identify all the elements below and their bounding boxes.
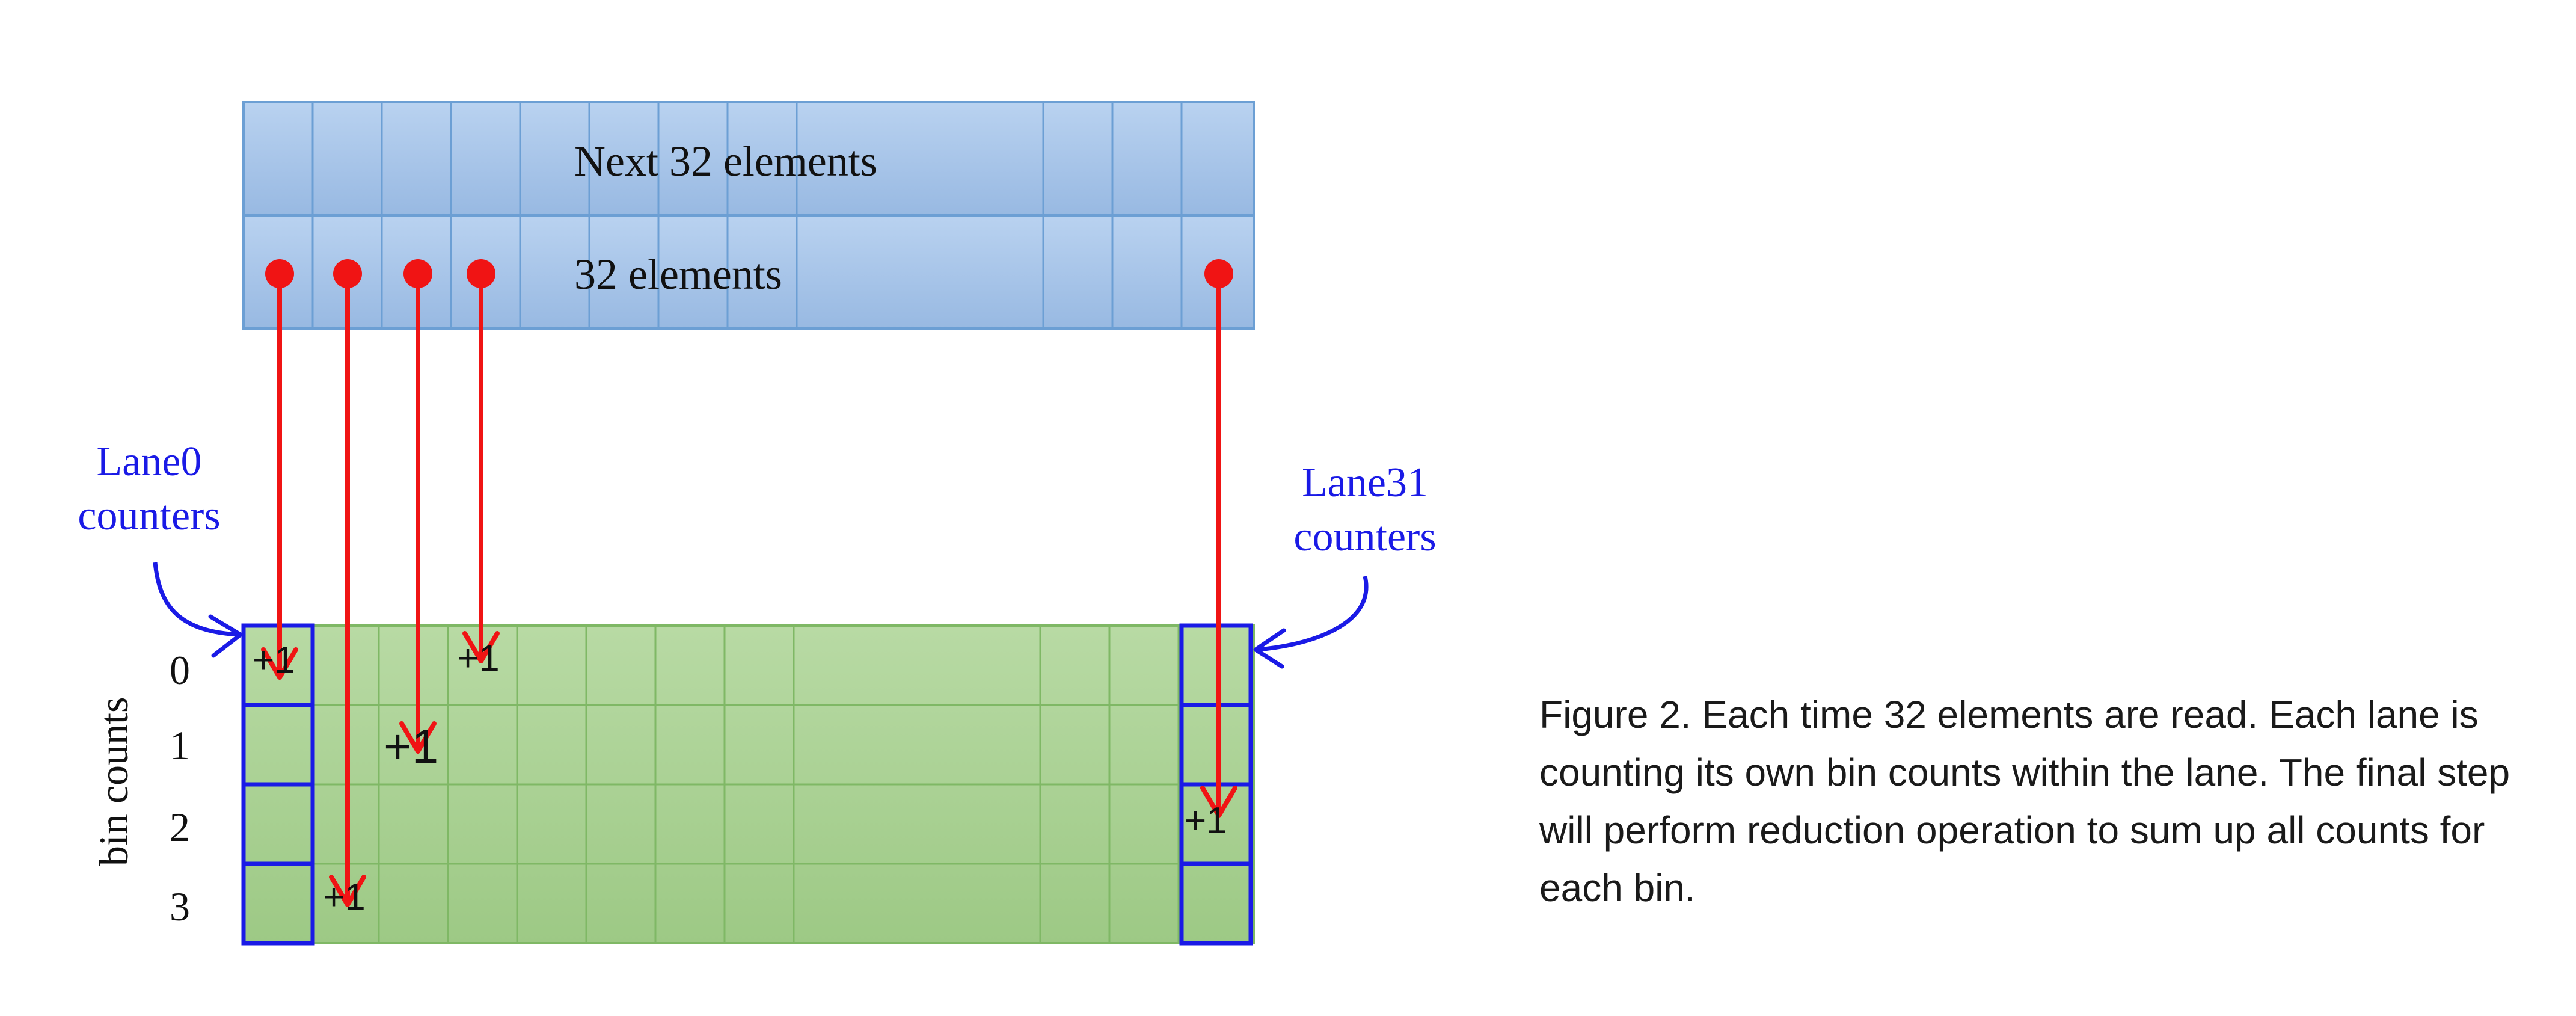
current-elements-label: 32 elements (574, 250, 782, 298)
figure-caption: Figure 2. Each time 32 elements are read… (1539, 693, 2510, 910)
input-cell-dividers (311, 102, 1183, 328)
lane31-pointer-arrow (1256, 576, 1369, 652)
bin-label-0: 0 (170, 647, 190, 693)
arrow-lane-1 (329, 259, 366, 907)
lane0-label-line2: counters (78, 493, 220, 539)
increment-lane2-bin1: +1 (384, 719, 438, 773)
bin-axis-title: bin counts (91, 697, 136, 866)
arrow-lane-2 (399, 259, 437, 754)
increment-lane1-bin3: +1 (323, 876, 366, 918)
lane0-label-line1: Lane0 (97, 439, 202, 485)
bin-label-2: 2 (170, 804, 190, 850)
lane0-counters-label: Lane0 counters (78, 439, 243, 658)
bin-label-1: 1 (170, 722, 190, 768)
next-elements-label: Next 32 elements (574, 137, 877, 185)
lane31-counters-label: Lane31 counters (1253, 460, 1437, 669)
increment-lane3-bin0: +1 (457, 638, 500, 679)
lane31-counter-cell-bin3 (1179, 861, 1253, 946)
bin-counter-grid (241, 623, 1255, 946)
increment-lane0-bin0: +1 (253, 639, 295, 681)
next-row-background (242, 101, 1255, 217)
increment-labels: +1 +1 +1 +1 +1 (253, 638, 1227, 918)
lane31-label-line2: counters (1293, 514, 1436, 560)
lane0-counter-cell-bin3 (241, 861, 315, 946)
increment-arrows (261, 259, 1237, 907)
lane31-label-line1: Lane31 (1302, 460, 1428, 506)
lane0-pointer-arrowhead (208, 614, 243, 658)
arrow-lane-3 (462, 259, 500, 663)
input-rows: Next 32 elements 32 elements (242, 101, 1255, 330)
bin-axis: bin counts 0 1 2 3 (91, 647, 190, 929)
arrow-lane-31 (1200, 259, 1237, 818)
bin-label-3: 3 (170, 884, 190, 929)
increment-lane31-bin2: +1 (1185, 800, 1227, 842)
lane31-pointer-arrowhead (1253, 628, 1286, 669)
lane0-pointer-arrow (153, 562, 240, 637)
arrow-lane-0 (261, 259, 298, 680)
